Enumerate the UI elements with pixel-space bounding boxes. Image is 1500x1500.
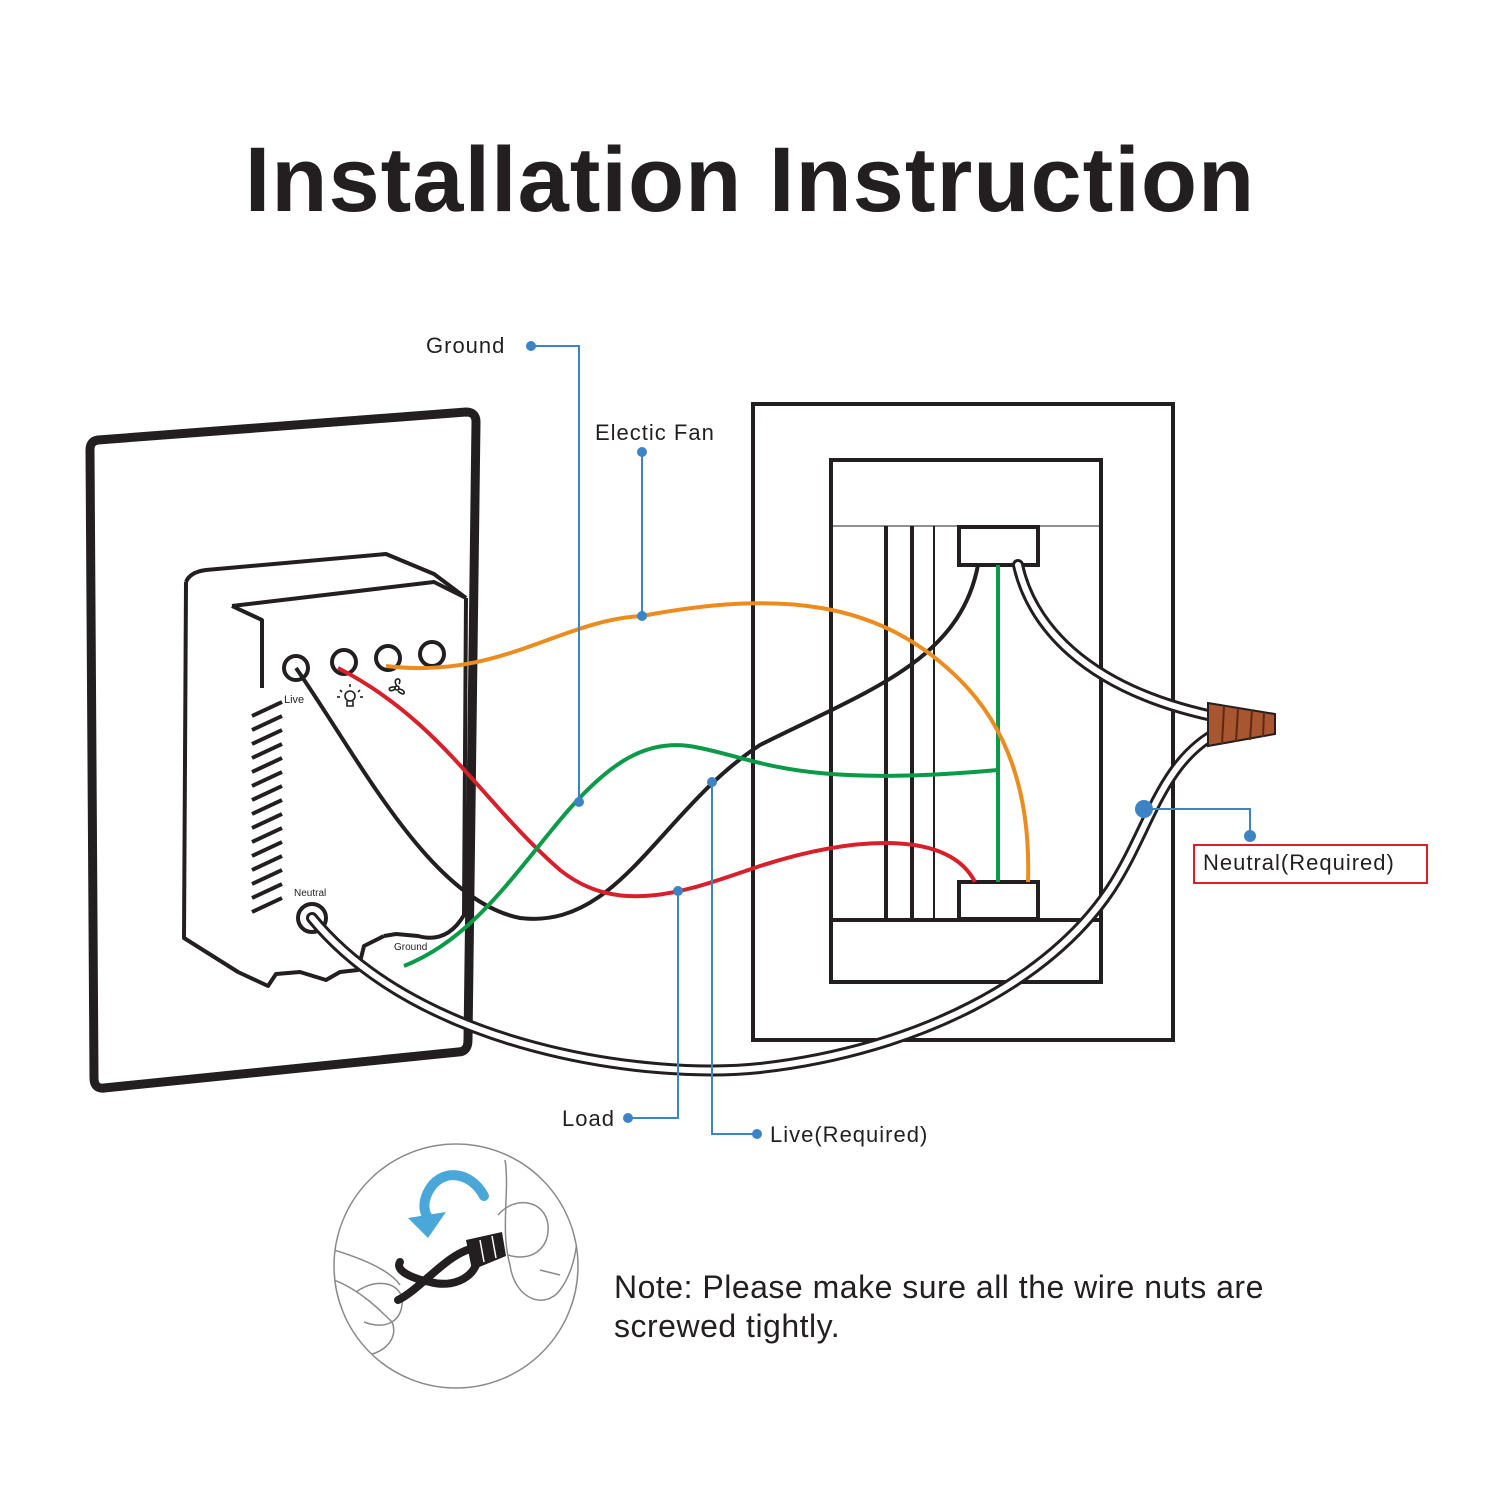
wall-plate — [85, 407, 481, 1093]
neutral-wires — [306, 559, 1228, 1077]
terminal-label-live: Live — [284, 694, 304, 706]
load-label: Load — [562, 1106, 615, 1131]
load-wire — [337, 666, 977, 899]
small-wire-nut-icon — [466, 1232, 506, 1270]
terminal-label-neutral: Neutral — [294, 888, 326, 899]
callout-dots — [526, 341, 1256, 1139]
terminal-label-ground: Ground — [394, 942, 427, 953]
callout-lines — [531, 345, 1251, 1135]
fan-terminal — [374, 644, 402, 672]
electric-fan-label: Electic Fan — [595, 420, 715, 445]
fan-icon — [388, 678, 405, 695]
rotate-arrow-head — [408, 1212, 446, 1238]
ground-label: Ground — [426, 333, 505, 358]
neutral-callout-line — [1144, 808, 1251, 836]
note-text: Note: Please make sure all the wire nuts… — [614, 1269, 1264, 1344]
switch-terminals — [282, 640, 446, 934]
fixture-terminal-bottom — [957, 880, 1040, 921]
load-callout-line — [628, 891, 679, 1119]
illustration-circle — [333, 1143, 579, 1389]
heat-sink-fins — [251, 700, 283, 914]
bulb-icon — [337, 684, 363, 707]
fixture-terminal-top — [957, 525, 1040, 567]
neutral-label-box — [1193, 844, 1428, 884]
live-required-label: Live(Required) — [770, 1122, 928, 1147]
junction-box — [751, 402, 1175, 1042]
rotate-arrow-icon — [419, 1170, 489, 1225]
neutral-required-label: Neutral(Required) — [1203, 850, 1395, 875]
spare-terminal — [418, 640, 446, 668]
live-callout-line — [711, 782, 757, 1135]
page-title: Installation Instruction — [244, 129, 1256, 231]
ground-wire — [403, 743, 999, 968]
wire-nut-icon — [1207, 701, 1276, 748]
live-wire — [294, 564, 980, 921]
wire-nut-twist-illustration — [333, 1143, 579, 1389]
fan-wire — [385, 601, 1031, 883]
ground-callout-line — [531, 345, 580, 802]
